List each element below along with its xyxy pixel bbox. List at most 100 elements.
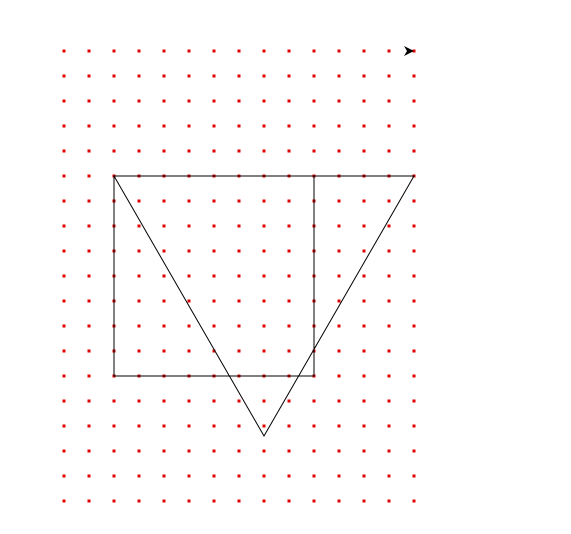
grid-dot <box>337 49 341 53</box>
grid-dot <box>337 324 341 328</box>
grid-dot <box>212 224 216 228</box>
grid-dot <box>412 424 416 428</box>
grid-dot <box>387 99 391 103</box>
grid-dot <box>137 49 141 53</box>
grid-dot <box>137 424 141 428</box>
grid-dot <box>62 424 66 428</box>
grid-dot <box>362 224 366 228</box>
grid-dot <box>262 424 266 428</box>
grid-dot <box>312 399 316 403</box>
grid-dot <box>412 349 416 353</box>
grid-dot <box>362 124 366 128</box>
grid-dot <box>412 324 416 328</box>
grid-dot <box>212 449 216 453</box>
grid-dot <box>137 249 141 253</box>
grid-dot <box>337 149 341 153</box>
grid-dot <box>362 99 366 103</box>
grid-dot <box>87 174 91 178</box>
grid-dot <box>387 274 391 278</box>
grid-dot <box>137 349 141 353</box>
grid-dot <box>112 124 116 128</box>
grid-dot <box>87 324 91 328</box>
grid-dot <box>137 274 141 278</box>
grid-dot <box>87 449 91 453</box>
grid-dot <box>362 249 366 253</box>
grid-dot <box>337 499 341 503</box>
grid-dot <box>187 49 191 53</box>
grid-dot <box>87 274 91 278</box>
grid-dot <box>187 74 191 78</box>
grid-dot <box>412 399 416 403</box>
grid-dot <box>137 499 141 503</box>
grid-dot <box>362 424 366 428</box>
grid-dot <box>62 224 66 228</box>
grid-dot <box>387 499 391 503</box>
grid-dot <box>337 249 341 253</box>
grid-dot <box>287 49 291 53</box>
grid-dot <box>112 99 116 103</box>
grid-dot <box>262 349 266 353</box>
grid-dot <box>187 149 191 153</box>
grid-dot <box>362 399 366 403</box>
grid-dot <box>87 99 91 103</box>
grid-dot <box>362 74 366 78</box>
grid-dot <box>162 424 166 428</box>
grid-dot <box>287 74 291 78</box>
grid-dot <box>162 399 166 403</box>
grid-dot <box>412 474 416 478</box>
grid-dot <box>162 249 166 253</box>
grid-dot <box>287 274 291 278</box>
grid-dot <box>262 124 266 128</box>
grid-dot <box>412 249 416 253</box>
grid-dot <box>362 499 366 503</box>
grid-dot <box>62 49 66 53</box>
grid-dot <box>187 474 191 478</box>
grid-dot <box>337 74 341 78</box>
grid-dot <box>112 149 116 153</box>
grid-dot <box>387 249 391 253</box>
grid-dot <box>62 299 66 303</box>
grid-dot <box>412 99 416 103</box>
grid-dot <box>187 449 191 453</box>
grid-dot <box>237 249 241 253</box>
grid-dot <box>237 424 241 428</box>
grid-dot <box>62 449 66 453</box>
grid-dot <box>412 374 416 378</box>
grid-dot <box>162 124 166 128</box>
grid-dot <box>62 374 66 378</box>
grid-dot <box>262 399 266 403</box>
grid-dot <box>262 99 266 103</box>
grid-dot <box>362 49 366 53</box>
grid-dot <box>387 374 391 378</box>
grid-dot <box>112 424 116 428</box>
grid-dot <box>62 499 66 503</box>
grid-dot <box>387 199 391 203</box>
grid-dot <box>337 199 341 203</box>
grid-dot <box>387 124 391 128</box>
grid-dot <box>287 499 291 503</box>
grid-dot <box>287 224 291 228</box>
grid-dot <box>337 349 341 353</box>
grid-dot <box>337 99 341 103</box>
grid-dot <box>187 499 191 503</box>
grid-dot <box>287 149 291 153</box>
grid-dot <box>262 324 266 328</box>
grid-dot <box>162 49 166 53</box>
grid-dot <box>237 274 241 278</box>
grid-dot <box>412 274 416 278</box>
grid-dot <box>362 274 366 278</box>
grid-dot <box>237 49 241 53</box>
grid-dot <box>187 124 191 128</box>
grid-dot <box>62 274 66 278</box>
grid-dot <box>187 399 191 403</box>
grid-dot <box>162 74 166 78</box>
triangle-shape <box>113 175 415 438</box>
grid-dot <box>262 474 266 478</box>
grid-dot <box>87 74 91 78</box>
grid-dot <box>337 299 341 303</box>
grid-dot <box>412 449 416 453</box>
grid-dot <box>237 199 241 203</box>
grid-dot <box>187 274 191 278</box>
grid-dot <box>87 149 91 153</box>
grid-dot <box>212 274 216 278</box>
